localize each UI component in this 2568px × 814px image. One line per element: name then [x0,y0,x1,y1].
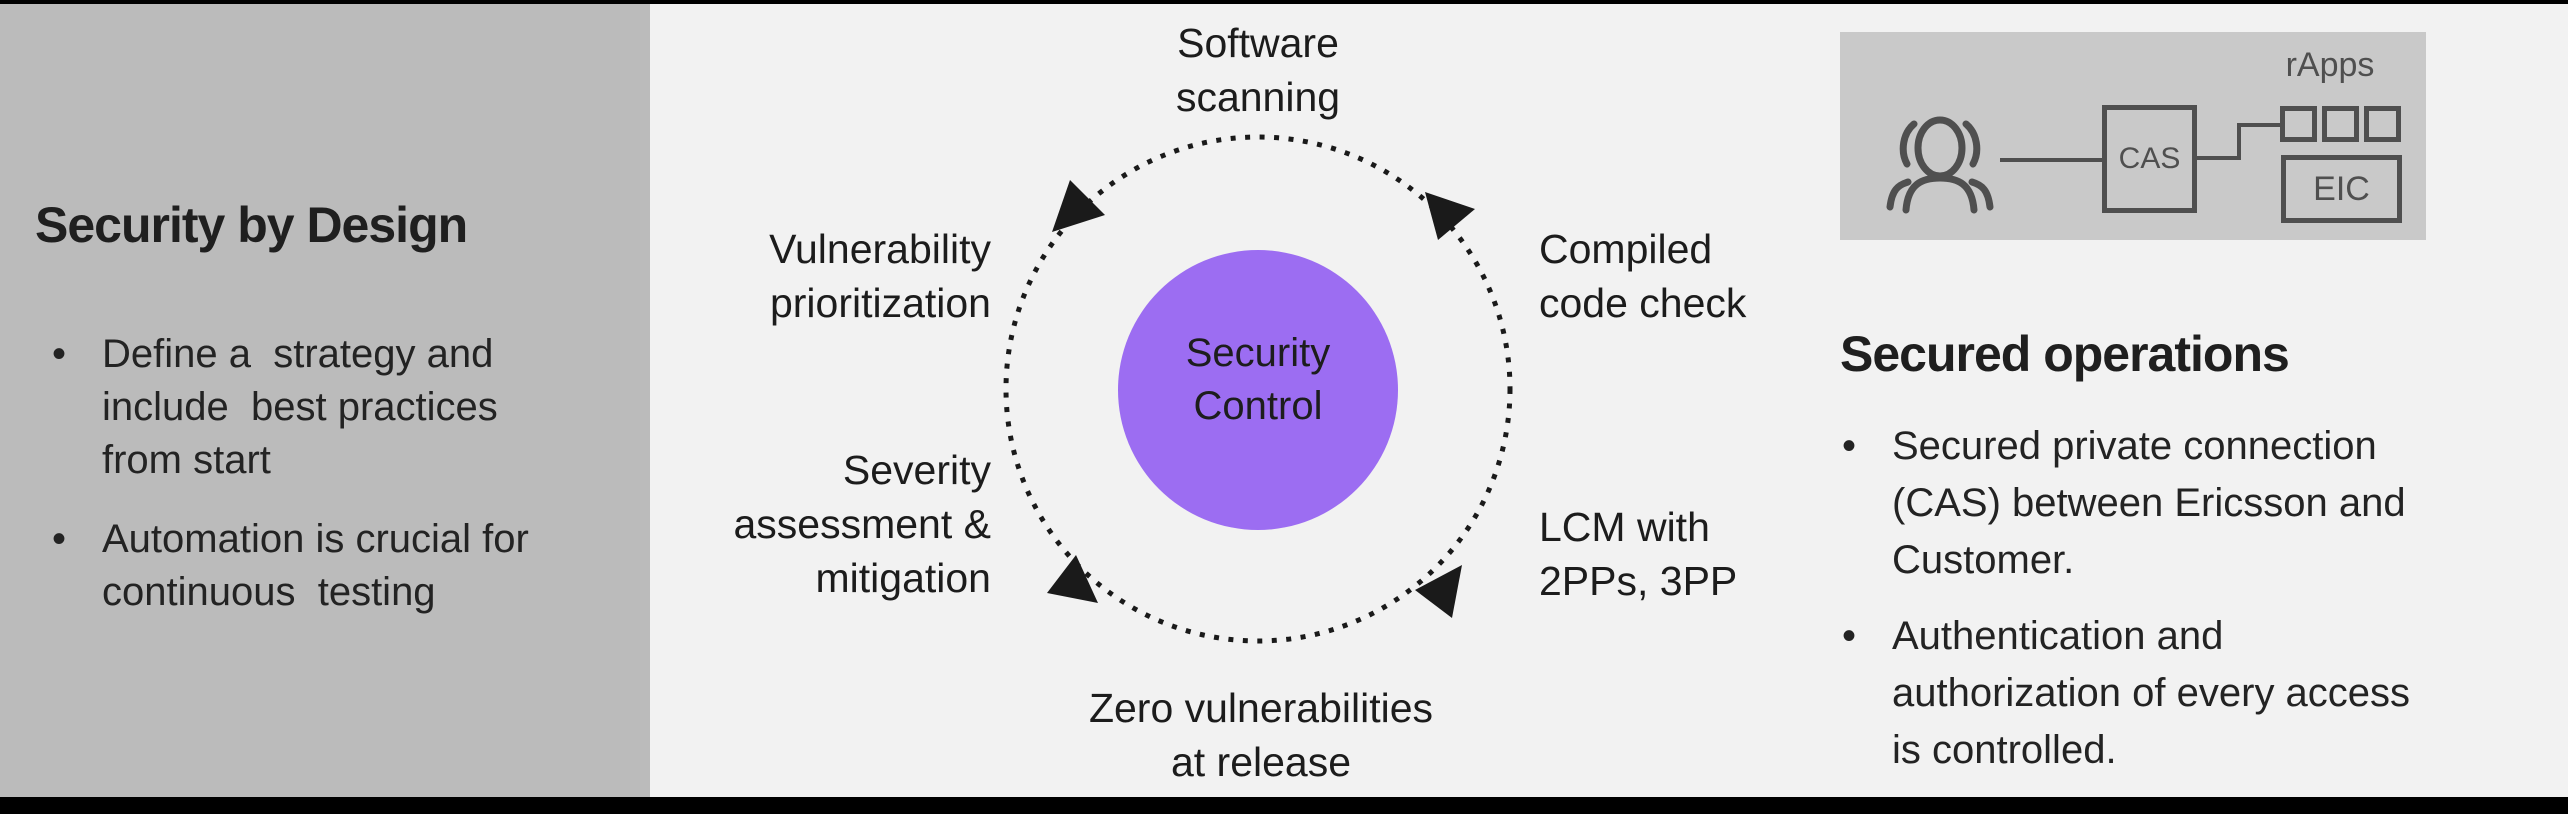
security-control-label: Security Control [1118,327,1398,433]
text-line: Secured private connection [1892,424,2377,468]
text-line: LCM with [1539,504,1710,550]
text-line: Compiled [1539,226,1713,272]
arrowhead-top-left-icon [1052,180,1105,232]
dotted-cycle-circle [1003,134,1513,644]
rapps-label: rApps [2285,46,2375,84]
eic-node: EIC [2281,155,2402,223]
left-bullet-1-text: Define a strategy and include best pract… [102,328,498,487]
text-line: include best practices [102,385,498,429]
wire-cas-elbow-horizontal [2197,156,2241,160]
text-line: mitigation [815,555,991,601]
cas-label: CAS [2118,142,2181,175]
security-by-design-panel: Security by Design • Define a strategy a… [0,4,650,797]
top-border-bar [0,0,2568,4]
arrowhead-bottom-right-icon [1415,565,1462,618]
text-line: at release [1170,739,1352,785]
label-software-scanning: Software scanning [1058,16,1458,124]
wire-people-to-cas [2000,158,2102,162]
bullet-dot: • [52,332,67,376]
security-control-cycle [1003,134,1513,644]
text-line: Software [1177,20,1339,66]
text-line: assessment & [733,501,992,547]
rapp-square-icon [2280,106,2317,142]
people-group-icon [1886,116,1994,214]
text-line: authorization of every access [1892,671,2411,715]
text-line: Customer. [1892,538,2075,582]
text-line: 2PPs, 3PP [1539,558,1738,604]
left-bullet-2-text: Automation is crucial for continuous tes… [102,513,529,619]
bullet-dot: • [1842,614,1857,658]
wire-elbow-vertical [2237,123,2241,160]
text-line: is controlled. [1892,728,2117,772]
eic-label: EIC [2313,169,2370,208]
text-line: Define a strategy and [102,332,494,376]
rapp-square-icon [2322,106,2359,142]
secured-connection-diagram: CAS rApps EIC [1840,32,2426,240]
rapp-square-icon [2364,106,2401,142]
text-line: from start [102,438,271,482]
label-lcm-with-2pps-3pp: LCM with 2PPs, 3PP [1539,500,1959,608]
text-line: continuous testing [102,570,436,614]
text-line: Vulnerability [769,226,991,272]
text-line: scanning [1175,74,1341,120]
text-line: prioritization [769,280,991,326]
text-line: (CAS) between Ericsson and [1892,481,2406,525]
text-line: Control [1193,384,1323,428]
text-line: Severity [842,447,991,493]
bullet-dot: • [52,517,67,561]
text-line: Authentication and [1892,614,2224,658]
cas-node: CAS [2102,105,2197,213]
text-line: Zero vulnerabilities [1088,685,1434,731]
bullet-dot: • [1842,424,1857,468]
right-bullet-2-text: Authentication and authorization of ever… [1892,608,2410,779]
right-bullet-1-text: Secured private connection (CAS) between… [1892,418,2406,589]
label-severity-assessment-mitigation: Severity assessment & mitigation [611,443,992,605]
label-zero-vulnerabilities-at-release: Zero vulnerabilities at release [1011,681,1511,789]
text-line: Automation is crucial for [102,517,529,561]
label-vulnerability-prioritization: Vulnerability prioritization [611,222,991,330]
bottom-border-bar [0,797,2568,814]
right-panel-title: Secured operations [1840,326,2290,382]
security-control-circle [1118,250,1398,530]
label-compiled-code-check: Compiled code check [1539,222,1959,330]
left-panel-title: Security by Design [35,197,468,253]
text-line: Security [1185,331,1331,375]
arrowhead-top-right-icon [1425,192,1475,240]
arrowhead-bottom-left-icon [1047,555,1098,603]
text-line: code check [1539,280,1747,326]
wire-elbow-to-rapps [2237,123,2280,127]
